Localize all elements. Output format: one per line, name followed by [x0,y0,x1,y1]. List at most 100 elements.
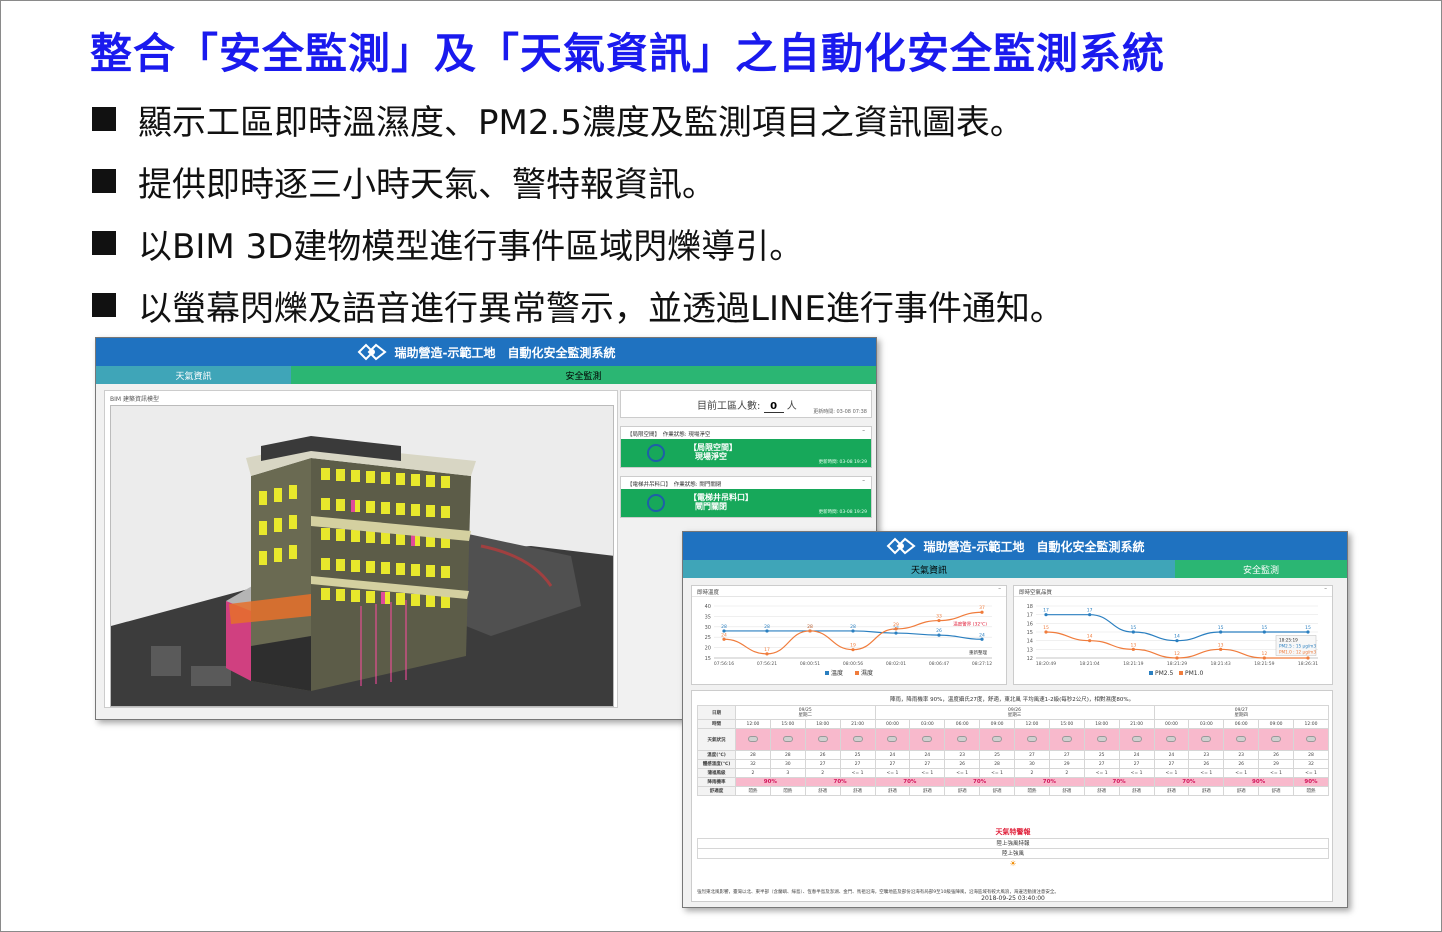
bim-3d-viewer[interactable] [110,405,614,707]
data-point[interactable] [851,629,855,633]
tab-weather[interactable]: 天氣資訊 [683,560,1175,578]
forecast-cell: 舒適 [1258,786,1294,796]
x-tick-label: 18:20:49 [1036,661,1056,667]
card-caption: 【電梯井吊料口】 作業狀態: 閘門關閉– [627,478,865,488]
forecast-cell: 2 [1014,768,1050,778]
warning-time: 2018-09-25 03:40:00 [981,895,1045,902]
collapse-icon[interactable]: – [862,428,865,434]
tooltip-line: PM2.5 : 15 μg/m3 [1279,643,1316,648]
data-label: 15 [1130,625,1136,631]
y-tick-label: 15 [705,656,711,662]
tab-safety[interactable]: 安全監測 [1175,560,1347,578]
data-point[interactable] [1131,647,1135,651]
cloud-rain-icon [1131,735,1142,742]
forecast-cell: 舒適 [1188,786,1225,796]
data-point[interactable] [1306,630,1310,634]
data-point[interactable] [1131,630,1135,634]
forecast-cell: 03:00 [1188,719,1225,729]
legend-label[interactable]: 溫度 [831,669,843,677]
x-tick-label: 18:21:04 [1080,661,1100,667]
tab-safety[interactable]: 安全監測 [291,366,876,384]
data-point[interactable] [808,629,812,633]
forecast-cell: 03:00 [909,719,946,729]
forecast-cell: 28 [1293,750,1329,760]
forecast-cell [944,728,981,751]
collapse-icon[interactable]: – [1324,586,1327,592]
forecast-cell: 27 [1083,759,1120,769]
forecast-cell: 21:00 [839,719,876,729]
bullet-item: 顯示工區即時溫濕度、PM2.5濃度及監測項目之資訊圖表。 [92,88,1064,150]
data-point[interactable] [1262,630,1266,634]
forecast-cell: 舒適 [909,786,946,796]
collapse-icon[interactable]: – [862,478,865,484]
data-point[interactable] [894,631,898,635]
forecast-cell [769,728,806,751]
card-status-body: 【局限空間】現場淨空 更新時間: 03-08 19:29 [621,439,871,467]
data-point[interactable] [1262,656,1266,660]
data-point[interactable] [894,627,898,631]
forecast-cell: 24 [874,750,911,760]
data-point[interactable] [980,610,984,614]
x-tick-label: 18:21:29 [1167,661,1187,667]
data-point[interactable] [851,648,855,652]
legend-label[interactable]: 濕度 [861,669,873,677]
x-tick-label: 07:56:21 [757,661,777,667]
forecast-cell: 15:00 [1048,719,1085,729]
data-point[interactable] [937,633,941,637]
cloud-rain-icon [922,735,933,742]
data-point[interactable] [1044,613,1048,617]
legend-label[interactable]: PM2.5 [1155,670,1174,677]
data-point[interactable] [1088,639,1092,643]
forecast-cell [909,728,946,751]
forecast-cell: 24 [1118,750,1155,760]
data-label: 17 [1087,608,1093,614]
elevator-shaft-card: 【電梯井吊料口】 作業狀態: 閘門關閉– 【電梯井吊料口】閘門關閉 更新時間: … [620,476,872,518]
status-ring-icon [647,444,665,462]
tooltip-line: 18:25:19 [1279,637,1298,642]
data-point[interactable] [980,637,984,641]
data-point[interactable] [1175,656,1179,660]
worker-count-value: 0 [763,401,784,413]
status-column: 目前工區人數: 0 人 更新時間: 03-08 07:38 【局限空間】 作業狀… [620,390,872,518]
forecast-cell: 舒適 [1223,786,1260,796]
data-point[interactable] [722,629,726,633]
data-label: 28 [807,624,813,630]
forecast-cell: <= 1 [1118,768,1155,778]
data-point[interactable] [937,618,941,623]
forecast-cell [1083,728,1120,751]
collapse-icon[interactable]: – [998,586,1001,592]
data-label: 24 [721,632,727,638]
data-point[interactable] [1219,630,1223,634]
bullet-text: 以BIM 3D建物模型進行事件區域閃爍導引。 [138,226,804,267]
forecast-cell: 舒適 [804,786,841,796]
tab-weather[interactable]: 天氣資訊 [96,366,291,384]
data-point[interactable] [1219,647,1223,651]
data-point[interactable] [765,652,769,656]
x-tick-label: 18:21:19 [1123,661,1143,667]
data-point[interactable] [1088,613,1092,617]
forecast-cell: 32 [1293,759,1329,769]
forecast-cell: 09:00 [1258,719,1294,729]
cloud-rain-icon [747,735,758,742]
forecast-cell: 30 [1014,759,1050,769]
card-caption: 【局限空間】 作業狀態: 現場淨空– [627,428,865,438]
forecast-cell: 21:00 [1118,719,1155,729]
data-point[interactable] [765,629,769,633]
card-updated-time: 更新時間: 03-08 19:29 [818,460,867,465]
forecast-cell: 12:00 [735,719,771,729]
forecast-cell: <= 1 [1258,768,1294,778]
data-point[interactable] [1175,639,1179,643]
forecast-cell: 29 [1048,759,1085,769]
data-point[interactable] [722,637,726,641]
reset-zoom-button[interactable]: 重新整理 [969,649,987,656]
forecast-cell: 29 [1258,759,1294,769]
data-label: 28 [721,624,727,630]
data-point[interactable] [1306,656,1310,660]
data-point[interactable] [1044,630,1048,634]
forecast-cell: 2 [735,768,771,778]
data-label: 28 [807,624,813,630]
legend-label[interactable]: PM1.0 [1185,670,1204,677]
forecast-cell: <= 1 [909,768,946,778]
